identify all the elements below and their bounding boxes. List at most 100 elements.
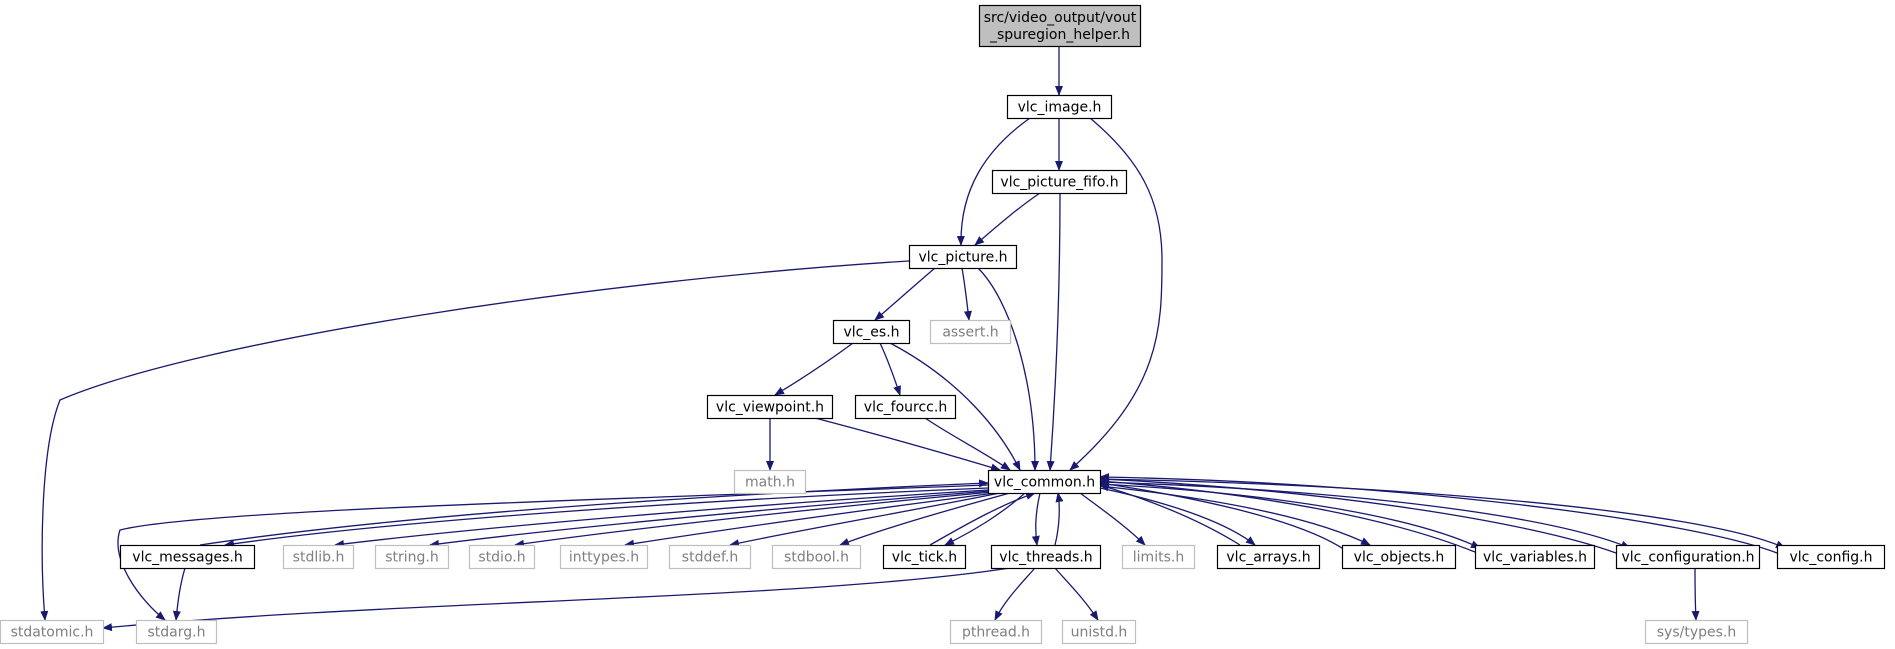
edge-vlc-picture-to-vlc-es: [874, 267, 936, 321]
node-box: [882, 544, 967, 570]
edge-vlc-common-to-limits: [1079, 492, 1146, 546]
node-box: [1644, 619, 1749, 645]
node-box: [1216, 544, 1321, 570]
node-box: [559, 544, 649, 570]
node-label: vlc_messages.h: [132, 550, 242, 566]
node-label: stdatomic.h: [11, 625, 94, 641]
node-vlc-objects[interactable]: vlc_objects.h: [1341, 544, 1457, 570]
node-vlc-variables[interactable]: vlc_variables.h: [1474, 544, 1596, 570]
node-vlc-es[interactable]: vlc_es.h: [832, 319, 911, 345]
node-vlc-tick[interactable]: vlc_tick.h: [882, 544, 967, 570]
node-label: vlc_image.h: [1018, 100, 1102, 116]
node-box: [1776, 544, 1886, 570]
node-label: vlc_configuration.h: [1621, 550, 1754, 566]
node-box: [119, 544, 256, 570]
node-box: [668, 544, 752, 570]
edge-vlc-common-to-stdlib: [334, 489, 989, 548]
node-vlc-common[interactable]: vlc_common.h: [987, 469, 1102, 495]
node-box: [135, 619, 218, 645]
node-label: vlc_objects.h: [1354, 550, 1445, 566]
node-box: [468, 544, 536, 570]
node-box: [1061, 619, 1137, 645]
node-box: [706, 394, 834, 420]
edge-vlc-common-to-vlc-variables: [1099, 483, 1481, 549]
edge-vlc-common-to-vlc-threads: [1031, 492, 1041, 546]
edge-vlc-common-to-stddef: [729, 492, 1001, 548]
edge-vlc-viewpoint-to-vlc-common: [814, 417, 1001, 472]
edge-vlc-common-to-vlc-objects: [1099, 485, 1371, 546]
node-label: stdarg.h: [148, 625, 206, 641]
node-box: [929, 319, 1012, 345]
node-limits: limits.h: [1121, 544, 1196, 570]
edge-vlc-image-to-vlc-picture: [956, 117, 1031, 246]
node-inttypes: inttypes.h: [559, 544, 649, 570]
node-box: [0, 619, 105, 645]
node-box: [987, 469, 1102, 495]
node-label: _spuregion_helper.h: [989, 27, 1130, 43]
node-unistd: unistd.h: [1061, 619, 1137, 645]
edge-vlc-configuration-to-sys-types: [1691, 567, 1700, 621]
node-vlc-image[interactable]: vlc_image.h: [1006, 94, 1113, 120]
node-label: vlc_tick.h: [892, 550, 957, 566]
edge-vlc-es-to-vlc-viewpoint: [774, 342, 854, 396]
node-vlc-arrays[interactable]: vlc_arrays.h: [1216, 544, 1321, 570]
node-vlc-viewpoint[interactable]: vlc_viewpoint.h: [706, 394, 834, 420]
node-label: sys/types.h: [1657, 625, 1736, 641]
node-box: [991, 169, 1128, 195]
edge-vlc-common-to-stdio: [514, 491, 993, 548]
node-label: vlc_arrays.h: [1226, 550, 1310, 566]
node-label: vlc_variables.h: [1483, 550, 1587, 566]
node-box: [1121, 544, 1196, 570]
node-label: vlc_threads.h: [999, 550, 1092, 566]
edge-vlc-common-to-stdarg: [117, 484, 989, 621]
edge-vlc-messages-to-vlc-common: [199, 479, 989, 546]
node-stdlib: stdlib.h: [282, 544, 355, 570]
node-label: assert.h: [942, 325, 998, 341]
node-vlc-picture-fifo[interactable]: vlc_picture_fifo.h: [991, 169, 1128, 195]
edge-vlc-picture-to-assert: [961, 267, 972, 321]
edge-vlc-es-to-vlc-common: [889, 342, 1021, 471]
node-box: [990, 544, 1102, 570]
edge-vlc-common-to-vlc-config: [1099, 478, 1786, 549]
node-label: vlc_es.h: [843, 325, 899, 341]
edge-vlc-picture-fifo-to-vlc-common: [1046, 192, 1061, 471]
node-label: string.h: [385, 550, 439, 566]
node-box: [832, 319, 911, 345]
node-box: [978, 4, 1142, 48]
edge-vlc-messages-to-stdarg: [172, 567, 186, 621]
node-vlc-threads[interactable]: vlc_threads.h: [990, 544, 1102, 570]
node-root[interactable]: src/video_output/vout_spuregion_helper.h: [978, 4, 1142, 48]
node-label: inttypes.h: [569, 550, 639, 566]
node-vlc-picture[interactable]: vlc_picture.h: [908, 244, 1018, 270]
edge-vlc-picture-to-vlc-common: [977, 267, 1039, 471]
node-vlc-configuration[interactable]: vlc_configuration.h: [1615, 544, 1761, 570]
node-label: vlc_common.h: [994, 475, 1095, 491]
node-box: [1006, 94, 1113, 120]
node-box: [949, 619, 1043, 645]
edge-vlc-configuration-to-vlc-common: [1099, 475, 1617, 554]
node-vlc-fourcc[interactable]: vlc_fourcc.h: [854, 394, 957, 420]
edge-vlc-common-to-vlc-messages: [224, 487, 989, 548]
edge-vlc-threads-to-stdatomic: [102, 567, 1011, 632]
edge-vlc-arrays-to-vlc-common: [1099, 483, 1241, 546]
node-label: stdlib.h: [293, 550, 345, 566]
node-label: stddef.h: [682, 550, 738, 566]
node-label: vlc_config.h: [1789, 550, 1872, 566]
edge-vlc-variables-to-vlc-common: [1099, 477, 1476, 553]
node-label: vlc_picture_fifo.h: [1000, 175, 1118, 191]
node-box: [854, 394, 957, 420]
node-pthread: pthread.h: [949, 619, 1043, 645]
edge-vlc-tick-to-vlc-common: [929, 492, 1036, 546]
edge-vlc-threads-to-pthread: [994, 567, 1036, 621]
node-stdatomic: stdatomic.h: [0, 619, 105, 645]
edge-vlc-es-to-vlc-fourcc: [879, 342, 901, 396]
node-box: [1474, 544, 1596, 570]
edge-vlc-common-to-vlc-configuration: [1099, 481, 1631, 549]
node-label: limits.h: [1133, 550, 1184, 566]
node-label: unistd.h: [1071, 625, 1128, 641]
node-label: src/video_output/vout: [984, 10, 1137, 26]
edge-vlc-fourcc-to-vlc-common: [924, 417, 1011, 471]
edge-vlc-common-to-stdbool: [839, 492, 1011, 546]
node-vlc-config[interactable]: vlc_config.h: [1776, 544, 1886, 570]
node-vlc-messages[interactable]: vlc_messages.h: [119, 544, 256, 570]
